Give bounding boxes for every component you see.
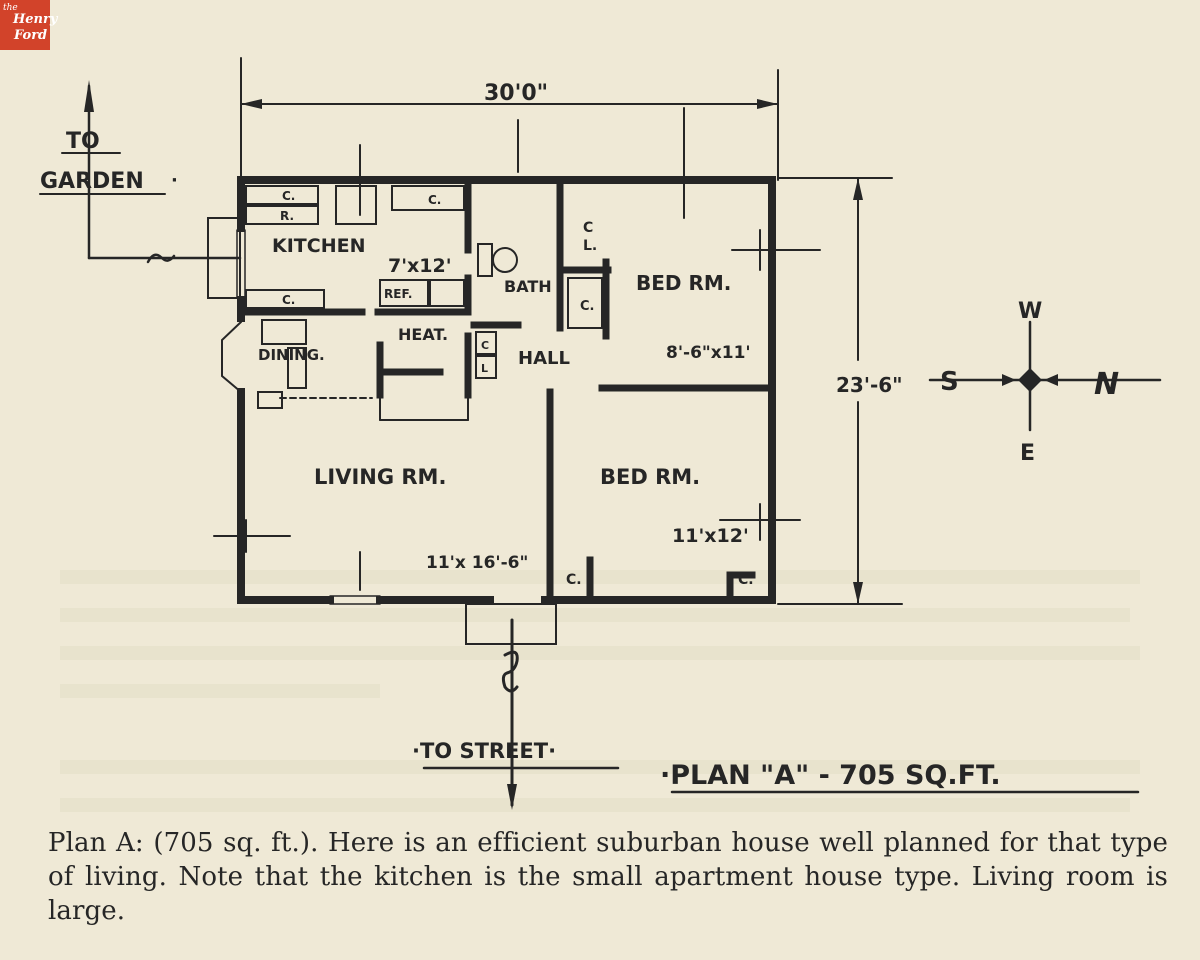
fixture-c: C. xyxy=(282,189,295,203)
width-dimension-line xyxy=(240,57,779,181)
fixture-c: C. xyxy=(580,299,594,314)
front-step xyxy=(379,394,557,645)
compass-north: N xyxy=(1094,367,1119,402)
floor-plan-diagram: TO GARDEN · 30'0" 23'-6" C. R. C. KITCHE… xyxy=(39,57,1162,810)
fixture-r: R. xyxy=(280,209,294,223)
living-dimension: 11'x 16'-6" xyxy=(426,553,528,573)
fixture-l: L. xyxy=(583,238,597,254)
room-dining: DINING. xyxy=(258,346,325,364)
bleed-through-line xyxy=(60,684,380,698)
bleed-through-line xyxy=(60,608,1130,622)
compass-west: W xyxy=(1018,299,1042,324)
room-hall: HALL xyxy=(518,348,570,369)
figure-caption: Plan A: (705 sq. ft.). Here is an effici… xyxy=(48,828,1168,926)
fixture-c: C. xyxy=(738,572,754,588)
room-living: LIVING RM. xyxy=(314,465,446,489)
room-bed-2: BED RM. xyxy=(600,465,700,489)
logo-henry: Henry xyxy=(13,12,58,27)
street-arrow xyxy=(422,618,1140,810)
label-garden: GARDEN xyxy=(40,169,144,194)
fixture-c: C xyxy=(481,339,489,352)
logo-the: the xyxy=(3,3,18,13)
room-kitchen: KITCHEN xyxy=(272,235,365,257)
room-bed-1: BED RM. xyxy=(636,271,731,295)
exterior-walls xyxy=(237,176,776,604)
fixture-c: C xyxy=(583,220,593,236)
compass-east: E xyxy=(1020,441,1035,466)
window-gaps xyxy=(236,229,381,605)
room-bath: BATH xyxy=(504,277,552,296)
dining-bay-window xyxy=(221,319,373,409)
interior-walls xyxy=(241,176,772,602)
compass-rose xyxy=(928,320,1162,432)
fixture-c: C. xyxy=(566,572,582,588)
width-dimension: 30'0" xyxy=(484,81,548,106)
label-to-street: ·TO STREET· xyxy=(412,739,556,763)
depth-dimension: 23'-6" xyxy=(836,373,903,397)
logo-ford: Ford xyxy=(14,28,48,43)
bleed-through-line xyxy=(60,646,1140,660)
garden-dot: · xyxy=(171,170,178,191)
fixture-c: C. xyxy=(282,293,295,307)
fixture-ref: REF. xyxy=(384,287,412,301)
fixture-c: C. xyxy=(428,193,441,207)
bed-2-dimension: 11'x12' xyxy=(672,525,749,547)
label-to: TO xyxy=(66,129,100,154)
compass-south: S xyxy=(940,367,959,397)
bed-1-dimension: 8'-6"x11' xyxy=(666,343,751,363)
garden-arrow xyxy=(39,80,242,264)
plan-title: ·PLAN "A" - 705 SQ.FT. xyxy=(660,760,1001,791)
kitchen-fixtures xyxy=(207,185,603,379)
fixture-l: L xyxy=(481,362,488,375)
depth-dimension-line xyxy=(777,177,903,605)
kitchen-dimension: 7'x12' xyxy=(388,255,452,277)
bleed-through-line xyxy=(60,798,1130,812)
room-heat: HEAT. xyxy=(398,325,448,344)
bleed-through-line xyxy=(60,570,1140,584)
henry-ford-logo: the Henry Ford xyxy=(0,0,57,50)
